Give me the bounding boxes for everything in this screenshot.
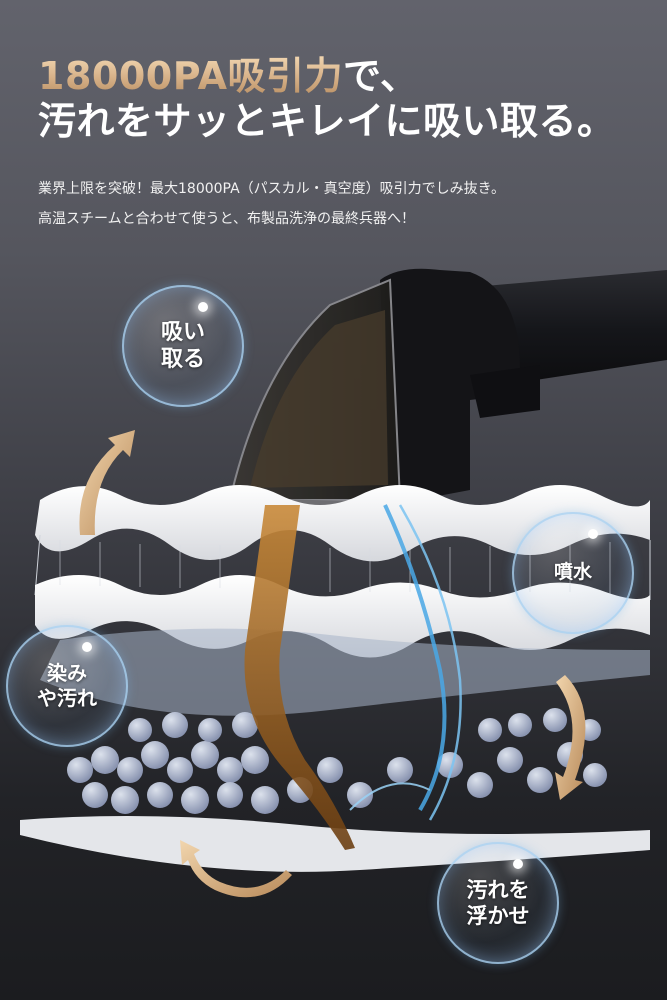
subtext-line2: 高温スチームと合わせて使うと、布製品洗浄の最終兵器へ！	[38, 211, 416, 227]
bubble-lift-dirt: 汚れを浮かせ	[437, 842, 559, 964]
bubble-text: 浮かせ	[466, 904, 530, 928]
cleaning-illustration: 吸い取る 噴水 染みや汚れ 汚れを浮かせ	[0, 250, 667, 1000]
fabric-layer-middle	[40, 628, 650, 716]
arrow-up-icon	[79, 430, 135, 535]
bubble-text: 取る	[160, 347, 205, 372]
subtext: 業界上限を突破！最大18000PA（パスカル・真空度）吸引力でしみ抜き。 高温ス…	[38, 174, 505, 234]
headline-line2: 汚れをサッとキレイに吸い取る。	[38, 98, 616, 143]
dirt-stream	[244, 505, 355, 850]
subtext-line1: 業界上限を突破！最大18000PA（パスカル・真空度）吸引力でしみ抜き。	[38, 181, 505, 197]
water-stream	[349, 504, 462, 821]
bubble-text: や汚れ	[37, 686, 97, 710]
bubble-water-spray: 噴水	[512, 512, 634, 634]
headline-accent: 18000PA吸引力	[38, 54, 343, 98]
vacuum-device	[222, 268, 667, 512]
bubble-text: 噴水	[553, 561, 592, 584]
bubble-text: 吸い	[160, 319, 205, 345]
headline: 18000PA吸引力で、 汚れをサッとキレイに吸い取る。	[38, 54, 616, 144]
headline-line1-rest: で、	[342, 54, 419, 98]
bubble-text: 染み	[47, 661, 87, 685]
fiber-beads	[67, 708, 607, 814]
fabric-layer-bottom	[20, 816, 650, 872]
bubble-stains: 染みや汚れ	[6, 625, 128, 747]
bubble-text: 汚れを	[466, 877, 530, 902]
bubble-suck-up: 吸い取る	[122, 285, 244, 407]
illustration-graphic	[20, 268, 667, 898]
arrow-curve-icon	[180, 840, 292, 898]
arrow-down-icon	[555, 675, 586, 800]
headline-line1: 18000PA吸引力で、	[38, 54, 616, 99]
